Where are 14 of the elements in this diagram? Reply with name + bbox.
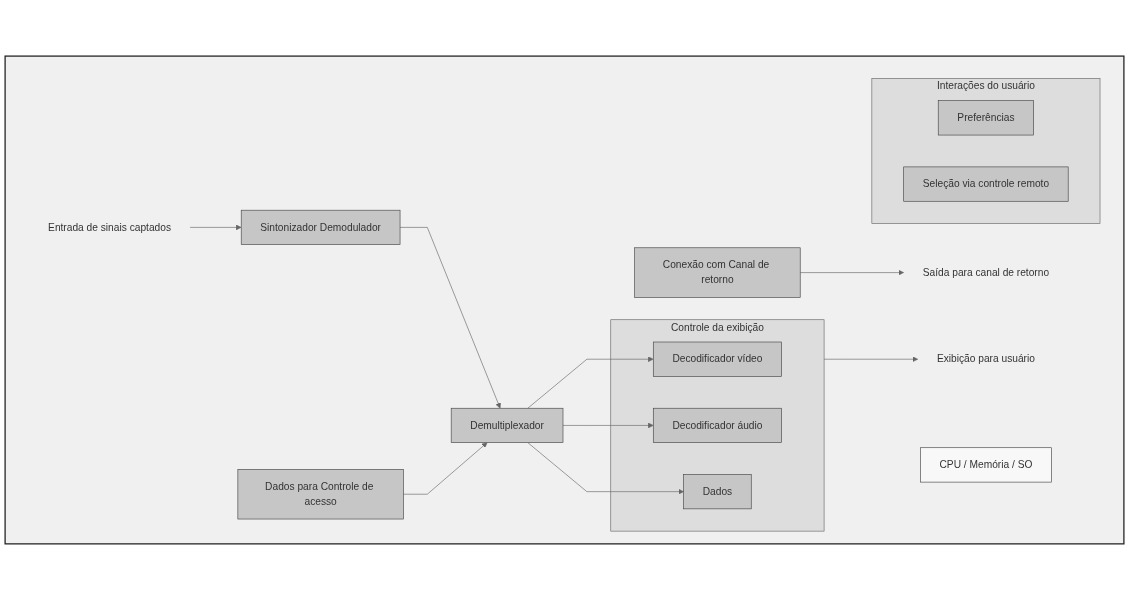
node-text: Exibição para usuário: [936, 352, 1035, 364]
node-box: Dados: [683, 473, 752, 509]
node-text: Entrada de sinais captados: [48, 221, 171, 232]
node-text: Saída para canal de retorno: [922, 266, 1050, 278]
node-box: Demultiplexador: [450, 407, 564, 443]
node-box: CPU / Memória / SO: [920, 446, 1052, 482]
node-box: Decodificador vídeo: [652, 341, 782, 377]
node-box: Decodificador áudio: [652, 407, 782, 443]
node-box: Conexão com Canal de retorno: [634, 246, 801, 298]
node-box: Seleção via controle remoto: [903, 166, 1069, 202]
cluster: [4, 54, 1125, 545]
node-box: Dados para Controle de acesso: [237, 468, 404, 519]
node-box: Sintonizador Demodulador: [240, 209, 401, 245]
node-box: Preferências: [937, 99, 1034, 135]
